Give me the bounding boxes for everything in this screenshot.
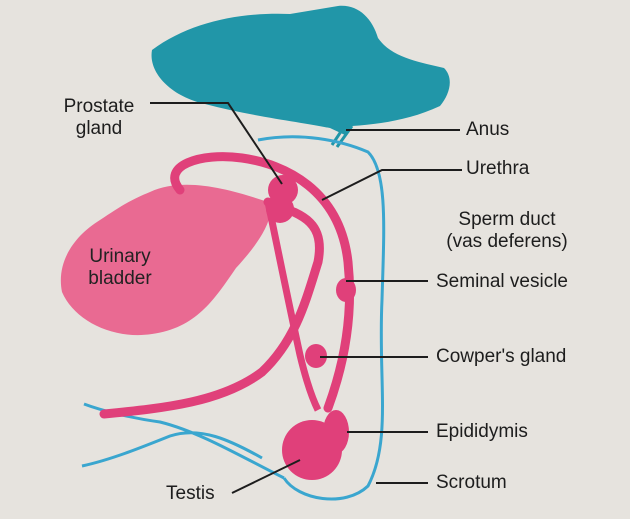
label-prostate-gland: Prostate gland (64, 96, 135, 139)
label-urethra: Urethra (466, 158, 529, 180)
prostate-lobe (266, 195, 294, 223)
label-prostate: Prostate gland (44, 96, 154, 140)
testis (282, 420, 342, 480)
label-sperm-duct: Sperm duct (432, 209, 582, 231)
label-epididymis: Epididymis (436, 421, 528, 443)
label-urinary-bladder: Urinary bladder (80, 246, 160, 290)
leader-urethra (322, 170, 462, 200)
rectum (152, 6, 450, 135)
label-cowpers-gland: Cowper's gland (436, 346, 566, 368)
urethra-tube (268, 202, 318, 410)
label-sperm-duct-group: Sperm duct (vas deferens) (432, 209, 582, 253)
leader-testis (232, 460, 300, 493)
label-anus: Anus (466, 119, 509, 141)
label-vas-deferens: (vas deferens) (432, 231, 582, 253)
label-testis: Testis (166, 483, 215, 505)
label-scrotum: Scrotum (436, 472, 507, 494)
label-seminal-vesicle: Seminal vesicle (436, 271, 568, 293)
